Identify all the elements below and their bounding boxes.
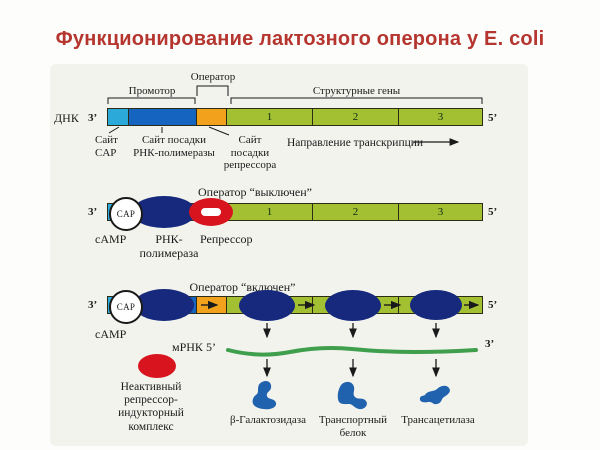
transacetylase-label: Трансацетилаза bbox=[401, 414, 475, 426]
gene1-number: 1 bbox=[266, 111, 273, 123]
cap-protein-circle: CAP bbox=[109, 197, 143, 231]
gene3-number: 3 bbox=[437, 111, 444, 123]
diagram-panel bbox=[50, 64, 528, 446]
rna-polymerase-shape-4 bbox=[410, 290, 462, 320]
gene2-number: 2 bbox=[352, 111, 359, 123]
row1-3prime-label: 3’ bbox=[88, 112, 98, 124]
row2-rnap-label: РНК-полимераза bbox=[139, 232, 199, 260]
cap-circle-label: CAP bbox=[116, 209, 136, 219]
structural-genes-bracket-label: Структурные гены bbox=[312, 85, 401, 97]
rna-polymerase-shape-3 bbox=[325, 290, 381, 321]
row2-camp-label: cAMP bbox=[95, 232, 127, 246]
rna-polymerase-shape-1 bbox=[134, 289, 194, 321]
mrna-label: мРНК 5’ bbox=[172, 340, 216, 354]
row2-title: Оператор “выключен” bbox=[197, 185, 312, 199]
row2-gene3-segment: 3 bbox=[398, 203, 483, 221]
repressor-pill bbox=[201, 208, 221, 216]
beta-galactosidase-label: β-Галактозидаза bbox=[230, 414, 306, 426]
rna-polymerase-shape-2 bbox=[239, 290, 295, 321]
mrna-strand bbox=[226, 346, 478, 357]
dna-label: ДНК bbox=[54, 111, 79, 125]
promoter-bracket-label: Промотор bbox=[128, 85, 176, 97]
cap-site-callout-line bbox=[108, 126, 120, 134]
mrna-3prime-label: 3’ bbox=[485, 338, 495, 350]
operator-bracket bbox=[196, 85, 229, 96]
row2-repressor-label: Репрессор bbox=[200, 232, 253, 246]
inactive-repressor-shape bbox=[138, 354, 176, 378]
beta-galactosidase-shape bbox=[252, 380, 277, 410]
gene3-number: 3 bbox=[437, 206, 444, 218]
row3-3prime-label: 3’ bbox=[88, 299, 98, 311]
row1-gene3-segment: 3 bbox=[398, 108, 483, 126]
transcription-direction-label: Направление транскрипции bbox=[287, 137, 424, 149]
gene2-number: 2 bbox=[352, 206, 359, 218]
structural-genes-bracket bbox=[230, 97, 483, 104]
transport-protein-shape bbox=[337, 381, 367, 410]
row3-camp-label: cAMP bbox=[95, 327, 127, 341]
cap-protein-circle-row3: CAP bbox=[109, 290, 143, 324]
transacetylase-shape bbox=[419, 385, 450, 405]
row1-5prime-label: 5’ bbox=[488, 112, 498, 124]
operator-bracket-label: Оператор bbox=[190, 71, 236, 83]
cap-circle-label: CAP bbox=[116, 302, 136, 312]
slide-title: Функционирование лактозного оперона у E.… bbox=[55, 28, 545, 50]
row2-3prime-label: 3’ bbox=[88, 206, 98, 218]
row2-5prime-label: 5’ bbox=[488, 206, 498, 218]
repressor-site-callout-line bbox=[208, 126, 230, 136]
gene1-number: 1 bbox=[266, 206, 273, 218]
row3-5prime-label: 5’ bbox=[488, 299, 498, 311]
promoter-bracket bbox=[107, 97, 196, 104]
